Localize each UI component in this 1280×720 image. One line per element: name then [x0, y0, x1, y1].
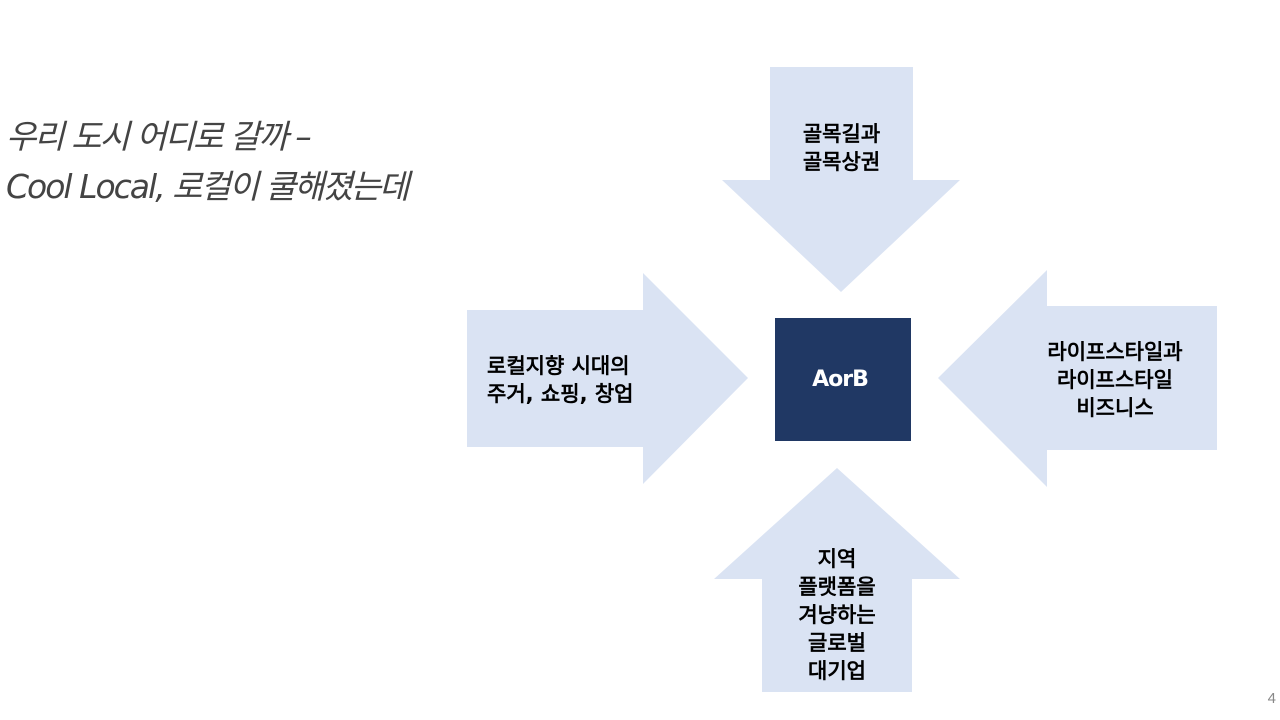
arrow-bottom-label: 지역 플랫폼을 겨냥하는 글로벌 대기업 — [762, 545, 912, 685]
slide-title: 우리 도시 어디로 갈까 – Cool Local, 로컬이 쿨해졌는데 — [6, 112, 410, 212]
arrow-bottom-label-line-5: 대기업 — [808, 659, 866, 683]
arrow-right-label-line-1: 라이프스타일과 — [1047, 340, 1183, 364]
arrow-bottom-label-line-1: 지역 — [817, 547, 857, 571]
arrow-bottom-up — [714, 468, 960, 692]
slide-title-line-1: 우리 도시 어디로 갈까 – — [6, 117, 312, 156]
arrow-left-right — [467, 273, 748, 484]
slide-title-line-2: Cool Local, 로컬이 쿨해졌는데 — [6, 167, 410, 206]
arrow-right-label-line-2: 라이프스타일 — [1057, 368, 1173, 392]
arrow-top-down — [722, 67, 960, 292]
arrow-right-label-line-3: 비즈니스 — [1076, 396, 1154, 420]
arrow-top-label-line-2: 골목상권 — [802, 150, 881, 174]
arrow-bottom-label-line-2: 플랫폼을 — [798, 575, 876, 599]
arrow-right-left — [938, 270, 1217, 487]
arrow-right-label: 라이프스타일과 라이프스타일 비즈니스 — [1010, 338, 1220, 422]
arrow-left-label: 로컬지향 시대의 주거, 쇼핑, 창업 — [467, 352, 677, 408]
page-number: 4 — [1267, 690, 1276, 707]
arrow-left-label-line-2: 주거, 쇼핑, 창업 — [487, 382, 634, 406]
center-label: AorB — [812, 367, 869, 392]
arrow-top-label-line-1: 골목길과 — [802, 122, 881, 146]
center-box: AorB — [775, 318, 911, 441]
arrow-bottom-label-line-3: 겨냥하는 — [798, 603, 876, 627]
arrow-top-label: 골목길과 골목상권 — [770, 120, 913, 176]
arrow-left-label-line-1: 로컬지향 시대의 — [487, 354, 630, 378]
arrow-bottom-label-line-4: 글로벌 — [808, 631, 866, 655]
